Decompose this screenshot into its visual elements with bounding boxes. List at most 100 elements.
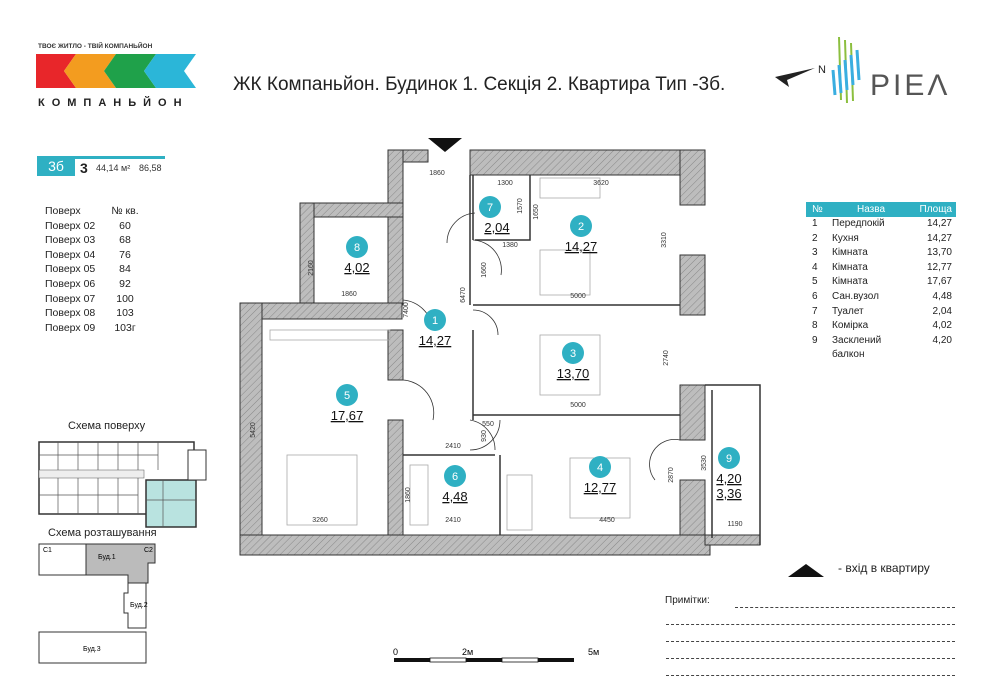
- dimension-label: 1570: [517, 198, 524, 214]
- dimension-label: 2870: [668, 467, 675, 483]
- cell: Поверх 06: [45, 277, 96, 290]
- cell: 12,77: [926, 261, 952, 273]
- cell: 84: [119, 263, 131, 276]
- company-logo: ТВОЄ ЖИТЛО - ТВІЙ КОМПАНЬЙОН КОМПАНЬЙОН: [36, 40, 196, 110]
- room-area: 3,36: [716, 486, 741, 501]
- label-bud1: Буд.1: [98, 554, 116, 561]
- cell: Кухня: [832, 232, 859, 244]
- notes-line: [735, 607, 955, 608]
- cell: 7: [812, 305, 818, 317]
- cell: 76: [119, 248, 131, 261]
- cell: 6: [812, 290, 818, 302]
- room-label-3: 313,70: [557, 342, 589, 381]
- room-label-8: 84,02: [344, 236, 370, 275]
- cell: 3: [812, 247, 818, 259]
- dimension-label: 1860: [405, 487, 412, 503]
- header-area: Площа: [919, 204, 953, 215]
- room-area: 14,27: [565, 239, 598, 254]
- cell: 8: [812, 320, 818, 332]
- logo-name: КОМПАНЬЙОН: [38, 96, 189, 109]
- cell: Поверх 08: [45, 307, 96, 320]
- room-count: 3: [80, 160, 88, 176]
- dimension-label: 2410: [445, 443, 461, 450]
- room-number-badge: [570, 215, 592, 237]
- page-title: ЖК Компаньйон. Будинок 1. Секція 2. Квар…: [233, 74, 726, 95]
- dimension-label: 1190: [727, 521, 742, 528]
- cell: 103: [116, 307, 134, 320]
- developer-logo-name: PIEΛ: [870, 69, 950, 102]
- dimension-label: 1860: [341, 291, 357, 298]
- room-number: 1: [432, 315, 438, 327]
- site-scheme-diagram: С1 С2 Буд.1 Буд.2 Буд.3: [38, 543, 156, 664]
- room-area: 2,04: [484, 220, 509, 235]
- entrance-legend-icon: [788, 564, 824, 577]
- highlighted-apartment: [145, 479, 197, 528]
- notes-line: [666, 624, 955, 625]
- dimension-label: 1860: [429, 170, 445, 177]
- cell: Кімната: [832, 276, 868, 288]
- notes-line: [666, 658, 955, 659]
- entrance-marker-icon: [428, 138, 462, 152]
- room-number-badge: [336, 384, 358, 406]
- header-floor: Поверх: [45, 205, 81, 217]
- room-number: 4: [597, 462, 603, 474]
- room-area: 12,77: [584, 480, 617, 495]
- room-label-4: 412,77: [584, 456, 617, 495]
- cell: Поверх 05: [45, 263, 96, 276]
- dimension-label: 2160: [308, 260, 315, 276]
- cell: 103г: [114, 321, 136, 334]
- site-scheme-title: Схема розташування: [48, 527, 157, 539]
- cell: 9: [812, 334, 818, 346]
- north-label: N: [818, 64, 826, 76]
- dimension-label: 2740: [663, 350, 670, 366]
- cell: 13,70: [926, 247, 952, 259]
- living-area: 44,14 м²: [96, 163, 131, 173]
- dimension-label: 5000: [570, 293, 586, 300]
- scale-label-5m: 5м: [588, 647, 599, 657]
- rooms-table-header: № Назва Площа: [806, 202, 956, 217]
- cell: 4,20: [932, 334, 952, 346]
- scale-bar: 0 2м 5м: [393, 647, 599, 663]
- room-number-badge: [589, 456, 611, 478]
- notes-label: Примітки:: [665, 595, 710, 606]
- floor-scheme-title: Схема поверху: [68, 420, 146, 432]
- cell: 17,67: [926, 276, 952, 288]
- dimension-label: 2410: [445, 517, 461, 524]
- room-label-1: 114,27: [419, 309, 451, 348]
- dimension-label: 550: [482, 421, 494, 428]
- room-number: 9: [726, 453, 732, 465]
- entrance-legend-text: - вхід в квартиру: [838, 561, 930, 575]
- company-logo-graphic: ТВОЄ ЖИТЛО - ТВІЙ КОМПАНЬЙОН КОМПАНЬЙОН: [36, 41, 196, 109]
- developer-logo-mark: [831, 36, 861, 104]
- table-row: Поверх 08 103: [45, 306, 145, 321]
- room-label-9: 94,203,36: [716, 447, 742, 501]
- scale-label-2m: 2м: [462, 647, 473, 657]
- room-number-badge: [562, 342, 584, 364]
- floor-scheme-diagram: [38, 441, 207, 528]
- dimension-label: 1650: [533, 204, 540, 220]
- room-label-2: 214,27: [565, 215, 598, 254]
- cell: Засклений балкон: [832, 334, 882, 361]
- cell: 4,48: [932, 290, 952, 302]
- notes-line: [666, 641, 955, 642]
- dimension-label: 3310: [661, 232, 668, 248]
- dimension-label: 3530: [701, 455, 708, 471]
- table-row: 9 Засклений балкон 4,20: [806, 334, 956, 361]
- room-number-badge: [718, 447, 740, 469]
- room-label-6: 64,48: [442, 465, 468, 504]
- dimension-label: 3620: [593, 180, 609, 187]
- dimension-label: 4450: [599, 517, 615, 524]
- room-number: 8: [354, 242, 360, 254]
- partitions: [402, 175, 761, 545]
